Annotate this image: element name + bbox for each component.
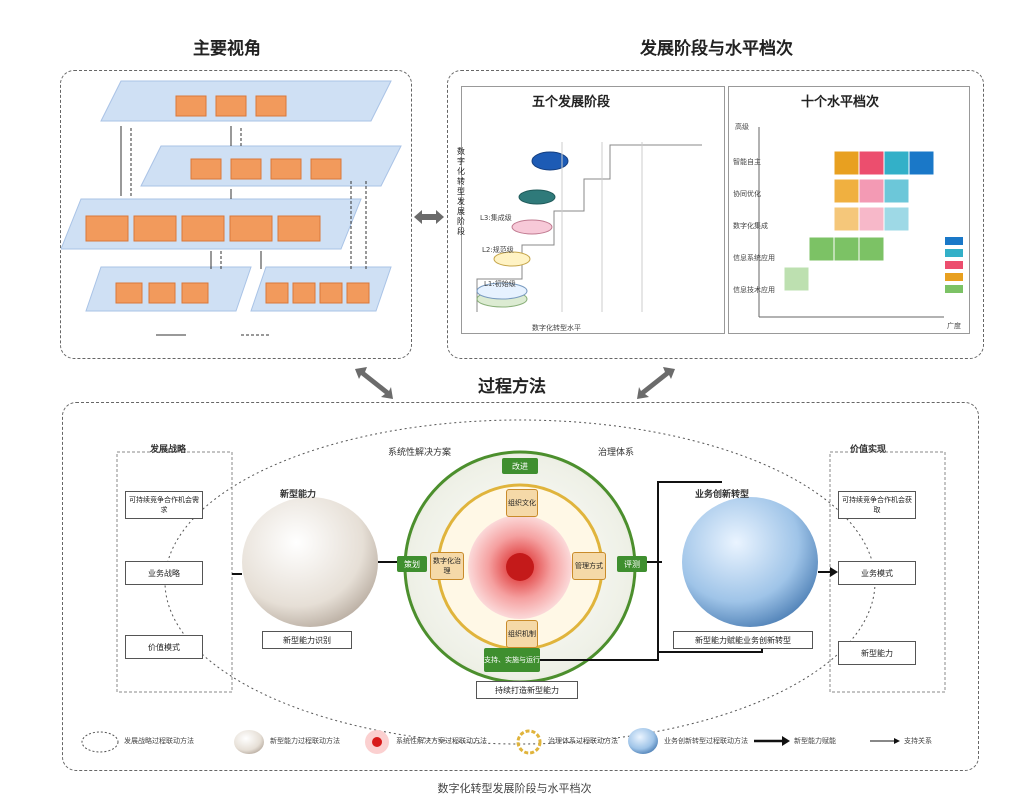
levels-x-right-label: 广度: [947, 322, 961, 330]
main-perspectives-panel: [60, 70, 412, 359]
diagonal-arrow-right-icon: [637, 367, 675, 399]
process-title: 过程方法: [478, 377, 546, 397]
left-sphere-title: 新型能力: [280, 490, 317, 500]
levels-y-top-label: 高级: [735, 123, 749, 131]
levels-grid: [758, 127, 963, 318]
stage-label-l2: L2:规范级: [482, 246, 514, 254]
right-column-title: 价值实现: [850, 445, 887, 455]
legend-item-7: 支持关系: [904, 737, 932, 745]
legend-thin-arrow-icon: [870, 738, 900, 744]
legend-solid-arrow-icon: [754, 736, 790, 746]
legend-blue-sphere-icon: [628, 728, 658, 754]
left-sphere-caption: 新型能力识别: [262, 631, 352, 649]
left-column-title: 发展战略: [150, 445, 187, 455]
legend-item-3: 系统性解决方案过程联动方法: [396, 737, 487, 745]
stages-subpanel: 五个发展阶段 数字化转型发展阶段 数字化转型水平 L5:生态级 L4:平台级 L…: [457, 86, 725, 334]
legend-yellow-ring-icon: [516, 729, 542, 755]
figure-caption: 数字化转型发展阶段与水平档次: [437, 782, 592, 795]
right-panel-title: 发展阶段与水平档次: [640, 39, 793, 59]
levels-y-cat-2: 协同优化: [733, 190, 761, 198]
left-item-value-mode: 价值模式: [125, 635, 203, 659]
stage-label-l3: L3:集成级: [480, 214, 512, 222]
legend: 发展战略过程联动方法 新型能力过程联动方法 系统性解决方案过程联动方法 治理体系…: [80, 724, 960, 760]
levels-y-cat-5: 信息技术应用: [733, 286, 775, 294]
legend-item-5: 业务创新转型过程联动方法: [664, 737, 748, 745]
legend-item-4: 治理体系过程联动方法: [548, 737, 618, 745]
stages-staircase: [476, 142, 702, 312]
legend-red-circle-icon: [365, 730, 389, 754]
ring-support: 支持、实施与运行: [484, 648, 540, 672]
stages-title: 五个发展阶段: [532, 95, 611, 110]
levels-y-cat-3: 数字化集成: [733, 222, 768, 230]
inner-management: 管理方式: [572, 552, 606, 580]
governance-label: 治理体系: [598, 448, 635, 458]
left-panel-title: 主要视角: [193, 39, 261, 59]
inner-mechanism: 组织机制: [506, 620, 538, 648]
left-item-strategy: 业务战略: [125, 561, 203, 585]
perspectives-diagram: [60, 80, 402, 336]
legend-item-2: 新型能力过程联动方法: [270, 737, 340, 745]
right-item-capability: 新型能力: [838, 641, 916, 665]
inner-culture: 组织文化: [506, 489, 538, 517]
inner-digital-governance: 数字化治理: [430, 552, 464, 580]
double-arrow-icon: [414, 210, 444, 224]
left-item-demand: 可持续竞争合作机会需求: [125, 491, 203, 519]
right-sphere-caption: 新型能力赋能业务创新转型: [673, 631, 813, 649]
legend-dotted-ellipse-icon: [81, 731, 119, 753]
stage-label-l5: L5:生态级: [490, 145, 522, 153]
levels-subpanel: 十个水平档次 高级 智能自主 协同优化 数字化集成 信息系统应用 信息技术应用 …: [728, 86, 970, 334]
levels-y-cat-4: 信息系统应用: [733, 254, 775, 262]
stage-label-l1: L1:初始级: [484, 280, 516, 288]
levels-y-cat-1: 智能自主: [733, 158, 761, 166]
right-item-business-mode: 业务模式: [838, 561, 916, 585]
right-item-opportunity: 可持续竞争合作机会获取: [838, 491, 916, 519]
right-sphere-title: 业务创新转型: [695, 490, 750, 500]
ring-plan: 策划: [397, 556, 427, 572]
legend-item-6: 新型能力赋能: [794, 737, 836, 745]
diagonal-arrow-left-icon: [355, 367, 393, 399]
stage-label-l4: L4:平台级: [480, 184, 512, 192]
center-caption: 持续打造新型能力: [476, 681, 578, 699]
legend-sphere-icon: [234, 730, 264, 754]
legend-item-1: 发展战略过程联动方法: [124, 737, 194, 745]
levels-title: 十个水平档次: [801, 95, 880, 110]
solution-label: 系统性解决方案: [388, 448, 452, 458]
stages-x-axis-label: 数字化转型水平: [532, 324, 581, 332]
stages-y-axis-label: 数字化转型发展阶段: [457, 147, 465, 236]
ring-evaluate: 评测: [617, 556, 647, 572]
ring-improve: 改进: [502, 458, 538, 474]
